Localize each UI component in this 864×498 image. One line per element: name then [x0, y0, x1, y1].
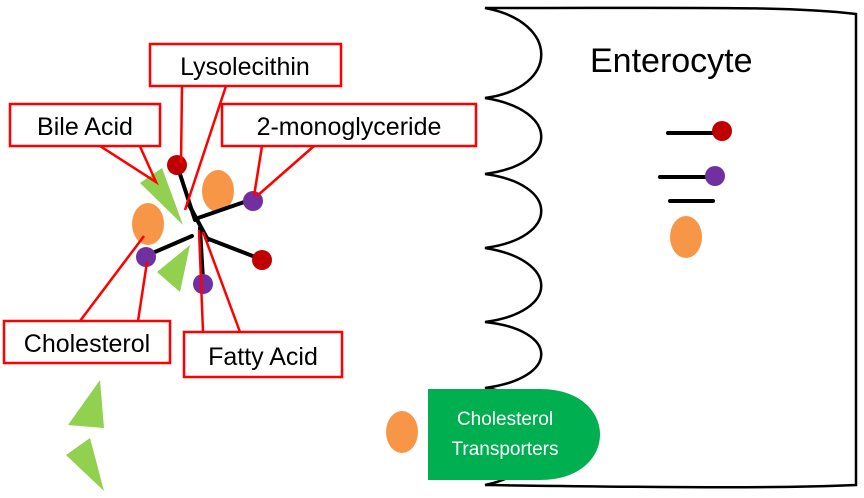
cholesterol-callout-box: [2, 319, 172, 365]
enterocyte-lysolecithin-head: [712, 121, 732, 141]
bile-acid-connector: [96, 140, 159, 186]
micelle-monoglyceride-tail-1: [196, 198, 252, 220]
fatty-acid-label: Fatty Acid: [208, 343, 318, 371]
lysolecithin-connector-2: [183, 85, 228, 211]
bile-acid-wedge-free-2: [66, 438, 104, 491]
lysolecithin-callout-box: [148, 42, 343, 88]
cholesterol-label: Cholesterol: [24, 330, 150, 358]
bile-acid-wedge-free-1: [68, 380, 104, 428]
enterocyte-membrane: [484, 6, 858, 489]
micelle-bile-acid-2: [157, 245, 190, 292]
monoglyceride-callout-box: [220, 102, 478, 148]
monoglyceride-connector-2: [256, 145, 315, 197]
micelle-monoglyceride-head-3: [193, 274, 213, 294]
lysolecithin-connector-1: [179, 85, 184, 164]
micelle-cholesterol-2: [132, 203, 164, 245]
enterocyte-title: Enterocyte: [590, 42, 753, 80]
free-cholesterol: [386, 411, 418, 453]
micelle-lysolecithin-tail-2: [204, 236, 260, 260]
cholesterol-connector-1: [79, 235, 145, 322]
cholesterol-transporter-pill: [428, 389, 600, 480]
monoglyceride-connector-1: [252, 145, 264, 197]
micelle-monoglyceride-tail-3: [146, 234, 194, 257]
enterocyte-monoglyceride-head: [705, 166, 725, 186]
fatty-acid-connector-2: [201, 231, 242, 333]
bile-acid-callout-box: [8, 102, 162, 148]
micelle-cholesterol-1: [202, 170, 234, 212]
enterocyte-cholesterol: [670, 216, 702, 258]
cholesterol-connector-2: [136, 261, 149, 322]
monoglyceride-label: 2-monoglyceride: [257, 113, 442, 141]
fatty-acid-callout-box: [182, 330, 344, 379]
transporter-label-line2: Transporters: [452, 439, 559, 460]
transporter-label-line1: Cholesterol: [457, 409, 553, 430]
micelle-monoglyceride-head-2: [136, 247, 156, 267]
lysolecithin-label: Lysolecithin: [180, 53, 310, 81]
fatty-acid-connector-1: [197, 229, 205, 333]
micelle-lysolecithin-head-1: [167, 155, 187, 175]
bile-acid-label: Bile Acid: [37, 113, 133, 141]
micelle-bile-acid-1: [140, 168, 183, 225]
micelle-lysolecithin-head-2: [252, 250, 272, 270]
